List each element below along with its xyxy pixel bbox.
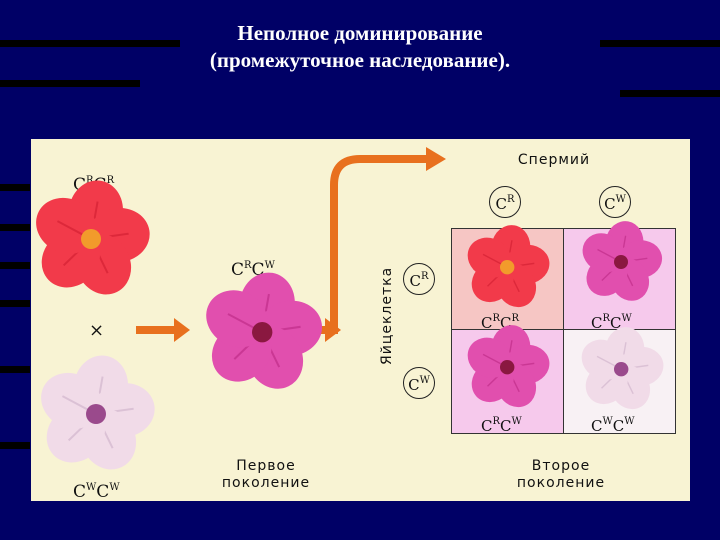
background-stripe bbox=[0, 184, 30, 191]
sperm-label: Спермий bbox=[517, 152, 591, 168]
diagram-panel: CRCR × CWCW CRCW Первое поколение Сперми… bbox=[31, 139, 690, 501]
flower-vein bbox=[56, 220, 87, 238]
arrow-to-f1 bbox=[136, 318, 190, 342]
f2-label: Второе поколение bbox=[516, 458, 606, 491]
cell-genotype-rw-top: CRCW bbox=[591, 313, 632, 332]
parent-white-genotype: CWCW bbox=[73, 482, 120, 502]
background-stripe bbox=[0, 80, 140, 87]
sperm-allele-r: CR bbox=[489, 186, 521, 218]
cell-genotype-rr: CRCR bbox=[481, 313, 520, 332]
arrow-shaft bbox=[136, 326, 176, 334]
arrow-head bbox=[426, 147, 446, 171]
egg-allele-r: CR bbox=[403, 263, 435, 295]
flower-vein bbox=[597, 248, 618, 261]
flower-white-f2 bbox=[581, 326, 664, 409]
background-stripe bbox=[0, 300, 30, 307]
flower-center bbox=[86, 404, 106, 424]
background-stripe bbox=[0, 366, 30, 373]
title-line-1: Неполное доминирование bbox=[237, 21, 483, 45]
flower-vein bbox=[61, 395, 92, 413]
flower-red-parent bbox=[36, 180, 150, 295]
arrow-to-f2 bbox=[299, 147, 446, 342]
background-stripe bbox=[0, 224, 30, 231]
slide-title: Неполное доминирование (промежуточное на… bbox=[0, 20, 720, 74]
flower-center bbox=[614, 255, 628, 269]
arrows-layer bbox=[136, 147, 446, 342]
flower-center bbox=[499, 359, 515, 375]
flower-vein bbox=[227, 312, 258, 331]
flower-center bbox=[251, 321, 273, 343]
background-stripe bbox=[0, 40, 180, 47]
f1-label: Первое поколение bbox=[221, 458, 311, 491]
flower-center bbox=[613, 361, 629, 377]
flower-vein bbox=[596, 355, 618, 368]
flower-center bbox=[81, 229, 101, 249]
background-stripe bbox=[620, 90, 720, 97]
arrow-bent-shaft bbox=[299, 155, 429, 334]
flower-pink-f2-top bbox=[582, 221, 663, 301]
flower-pink-f2-bottom bbox=[467, 324, 550, 407]
cross-symbol: × bbox=[89, 320, 105, 341]
flower-vein bbox=[482, 253, 504, 266]
cell-genotype-ww: CWCW bbox=[591, 416, 635, 435]
flower-white-parent bbox=[41, 355, 155, 470]
flower-vein bbox=[482, 353, 504, 366]
cell-genotype-rw-bottom: CRCW bbox=[481, 416, 522, 435]
arrow-head bbox=[325, 318, 341, 342]
background-stripe bbox=[600, 40, 720, 47]
flower-center bbox=[499, 259, 515, 275]
arrow-head bbox=[174, 318, 190, 342]
flower-red-f2 bbox=[467, 224, 550, 307]
sperm-allele-w: CW bbox=[599, 186, 631, 218]
flower-pink-f1 bbox=[206, 272, 322, 389]
egg-allele-w: CW bbox=[403, 367, 435, 399]
background-stripe bbox=[0, 442, 30, 449]
title-line-2: (промежуточное наследование). bbox=[209, 48, 511, 72]
background-stripe bbox=[0, 262, 30, 269]
